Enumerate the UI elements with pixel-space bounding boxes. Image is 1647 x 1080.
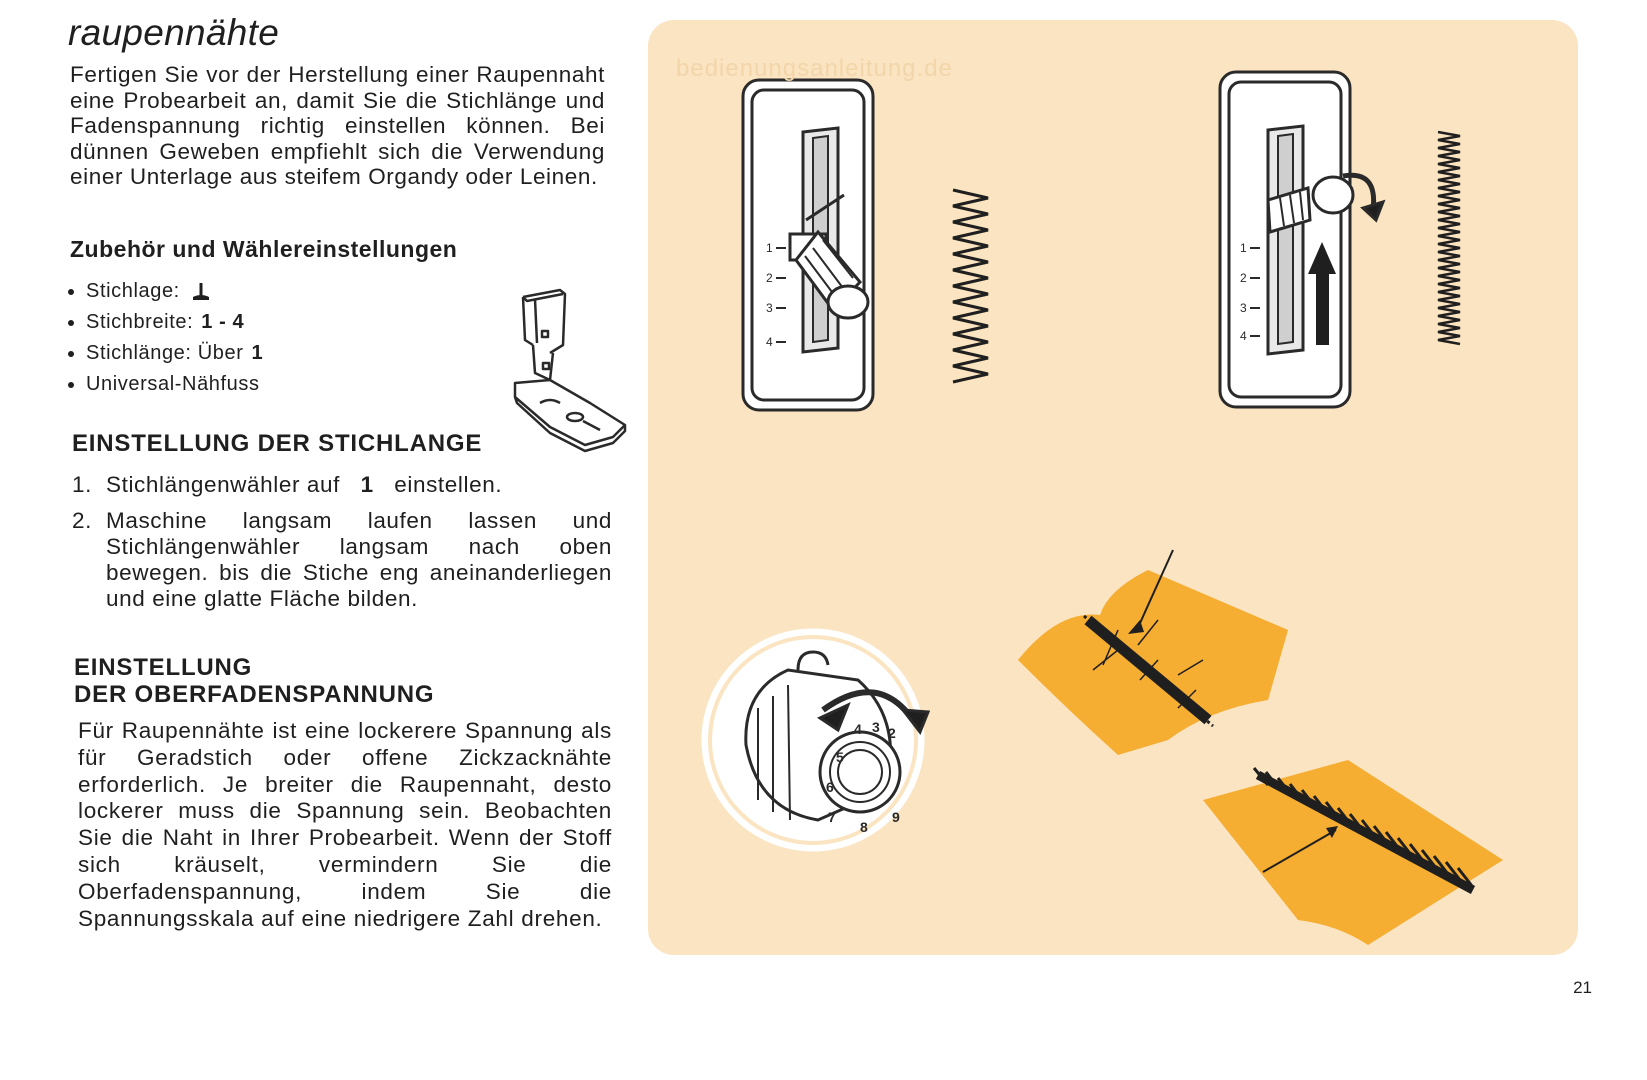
dial-label: 2 [888, 725, 896, 741]
scale-label: 1 [1240, 241, 1247, 255]
dial-label: 9 [892, 809, 900, 825]
satin-stitch-dense [1437, 130, 1461, 346]
step-text: Stichlängenwähler auf 1 einstellen. [106, 472, 612, 498]
slider-scale-left: 1 2 3 4 [766, 241, 786, 349]
page-title: raupennähte [68, 12, 280, 53]
bullet-icon [68, 381, 74, 388]
step-item: 1. Stichlängenwähler auf 1 einstellen. [72, 472, 612, 498]
tension-heading-line-2: DER OBERFADENSPANNUNG [74, 681, 435, 708]
step-item: 2. Maschine langsam laufen lassen und St… [72, 508, 612, 612]
tension-dial-labels: 2 3 4 5 6 7 8 9 [826, 719, 900, 835]
stitch-length-heading: EINSTELLUNG DER STICHLANGE [72, 430, 483, 457]
setting-item-needle-position: Stichlage: [68, 276, 263, 307]
intro-paragraph: Fertigen Sie vor der Herstellung einer R… [70, 62, 605, 189]
watermark: bedienungsanleitung.de [676, 55, 953, 82]
scale-label: 3 [766, 301, 773, 315]
dial-label: 6 [826, 779, 834, 795]
setting-label: Universal-Nähfuss [86, 373, 260, 395]
tension-paragraph: Für Raupennähte ist eine lockerere Spann… [78, 718, 612, 931]
scale-label: 4 [1240, 329, 1247, 343]
dial-label: 5 [836, 749, 844, 765]
stitch-length-steps: 1. Stichlängenwähler auf 1 einstellen. 2… [72, 472, 612, 622]
setting-label: Stichbreite: [86, 311, 194, 333]
setting-value: 1 [251, 342, 264, 364]
zigzag-stitch-wide [952, 188, 989, 384]
settings-list: Stichlage: Stichbreite: 1 - 4 Stichlänge… [68, 276, 263, 400]
tension-dial [701, 628, 931, 852]
slider-knob-right [1266, 172, 1386, 234]
dial-label: 8 [860, 819, 868, 835]
setting-label: Stichlänge: Über [86, 342, 244, 364]
slider-scale-right: 1 2 3 4 [1240, 241, 1260, 343]
step-text-bold: 1 [360, 472, 374, 497]
setting-value: 1 - 4 [201, 311, 245, 333]
bullet-icon [68, 350, 74, 357]
step-text-post: einstellen. [394, 472, 503, 497]
setting-item-stitch-width: Stichbreite: 1 - 4 [68, 307, 263, 338]
accessories-heading: Zubehör und Wählereinstellungen [70, 236, 458, 262]
setting-item-stitch-length: Stichlänge: Über 1 [68, 338, 263, 369]
step-text-pre: Stichlängenwähler auf [106, 472, 340, 497]
fabric-flat [1203, 760, 1503, 945]
slider-knob-left [788, 229, 870, 320]
step-text: Maschine langsam laufen lassen und Stich… [106, 508, 612, 611]
dial-label: 7 [828, 809, 836, 825]
illustration-panel: 1 2 3 4 1 2 3 4 [648, 20, 1578, 955]
bullet-icon [68, 288, 74, 295]
tension-heading-line-1: EINSTELLUNG [74, 654, 253, 681]
scale-label: 2 [1240, 271, 1247, 285]
dial-label: 4 [854, 721, 862, 737]
needle-position-icon [192, 282, 209, 300]
illustration-canvas: 1 2 3 4 1 2 3 4 [701, 70, 1503, 945]
setting-label: Stichlage: [86, 280, 180, 302]
scale-label: 3 [1240, 301, 1247, 315]
fabric-puckered [1018, 549, 1288, 755]
presser-foot-icon [513, 288, 627, 453]
scale-label: 4 [766, 335, 773, 349]
page-number: 21 [1573, 978, 1592, 997]
dial-label: 3 [872, 719, 880, 735]
scale-label: 2 [766, 271, 773, 285]
scale-label: 1 [766, 241, 773, 255]
up-arrow-icon [1308, 242, 1336, 345]
step-number: 2. [72, 508, 92, 533]
step-number: 1. [72, 472, 92, 497]
setting-item-presser-foot: Universal-Nähfuss [68, 369, 263, 400]
stitch-length-slider-right [1218, 70, 1352, 409]
bullet-icon [68, 319, 74, 326]
